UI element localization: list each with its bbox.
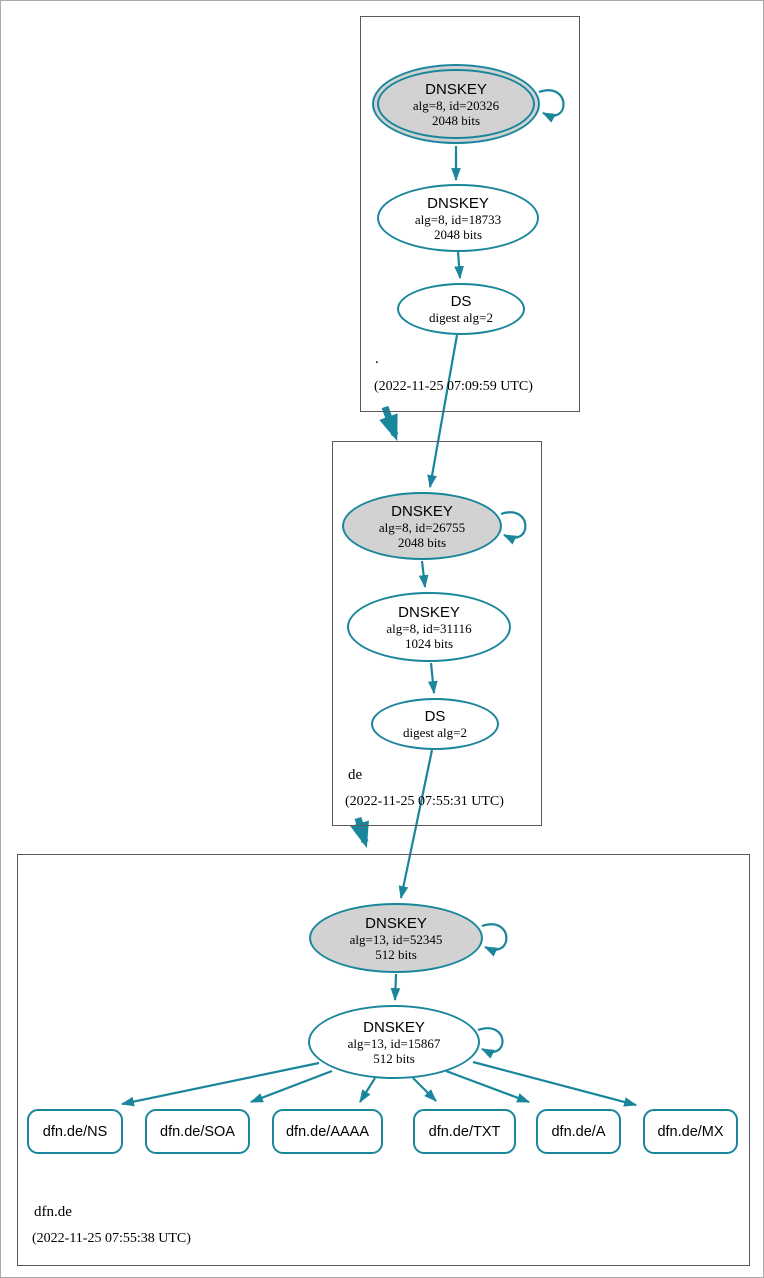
zone-name-root: .: [375, 351, 379, 367]
zone-timestamp-de: (2022-11-25 07:55:31 UTC): [345, 794, 504, 809]
node-title: DNSKEY: [398, 603, 460, 621]
node-detail: 512 bits: [375, 946, 417, 962]
rrset-dfnde-soa: dfn.de/SOA: [145, 1109, 250, 1154]
node-title: DNSKEY: [427, 194, 489, 212]
rrset-dfnde-ns: dfn.de/NS: [27, 1109, 123, 1154]
rrset-dfnde-aaaa: dfn.de/AAAA: [272, 1109, 383, 1154]
rrset-label: dfn.de/SOA: [160, 1123, 235, 1140]
node-title: DNSKEY: [425, 80, 487, 98]
node-detail: alg=8, id=18733: [414, 211, 502, 227]
zone-timestamp-root: (2022-11-25 07:09:59 UTC): [374, 379, 533, 394]
node-ds-root: DS digest alg=2: [397, 283, 525, 335]
node-detail: alg=8, id=20326: [412, 97, 500, 113]
rrset-label: dfn.de/TXT: [428, 1123, 501, 1140]
zone-timestamp-dfnde: (2022-11-25 07:55:38 UTC): [32, 1231, 191, 1246]
node-title: DS: [424, 708, 446, 725]
zone-box-root: [360, 16, 580, 412]
node-dnskey-zsk-dfnde: DNSKEY alg=13, id=15867 512 bits: [308, 1005, 480, 1079]
node-detail: 2048 bits: [397, 534, 447, 550]
zone-box-de: [332, 441, 542, 826]
node-dnskey-zsk-de: DNSKEY alg=8, id=31116 1024 bits: [347, 592, 511, 662]
rrset-dfnde-txt: dfn.de/TXT: [413, 1109, 516, 1154]
zone-name-de: de: [348, 767, 363, 783]
rrset-label: dfn.de/AAAA: [285, 1123, 370, 1140]
rrset-label: dfn.de/NS: [42, 1123, 108, 1140]
zone-name-dfnde: dfn.de: [34, 1204, 72, 1220]
node-dnskey-ksk-de: DNSKEY alg=8, id=26755 2048 bits: [342, 492, 502, 560]
node-title: DNSKEY: [365, 914, 427, 932]
node-detail: alg=8, id=26755: [378, 519, 466, 535]
node-detail: alg=13, id=52345: [349, 931, 443, 947]
node-dnskey-ksk-dfnde: DNSKEY alg=13, id=52345 512 bits: [309, 903, 483, 973]
node-ds-de: DS digest alg=2: [371, 698, 499, 750]
node-title: DNSKEY: [391, 502, 453, 520]
node-title: DNSKEY: [363, 1018, 425, 1036]
node-dnskey-ksk-root: DNSKEY alg=8, id=20326 2048 bits: [372, 64, 540, 144]
rrset-label: dfn.de/MX: [657, 1123, 724, 1140]
node-detail: 1024 bits: [404, 635, 454, 651]
node-detail: digest alg=2: [428, 310, 494, 325]
rrset-dfnde-a: dfn.de/A: [536, 1109, 621, 1154]
rrset-label: dfn.de/A: [551, 1123, 606, 1140]
node-detail: digest alg=2: [402, 725, 468, 740]
rrset-dfnde-mx: dfn.de/MX: [643, 1109, 738, 1154]
node-dnskey-zsk-root: DNSKEY alg=8, id=18733 2048 bits: [377, 184, 539, 252]
node-detail: alg=13, id=15867: [347, 1035, 441, 1051]
node-detail: alg=8, id=31116: [386, 620, 472, 636]
node-detail: 2048 bits: [431, 112, 481, 128]
node-title: DS: [450, 293, 472, 310]
node-detail: 512 bits: [373, 1050, 415, 1066]
zone-box-dfnde: [17, 854, 750, 1266]
node-detail: 2048 bits: [433, 226, 483, 242]
